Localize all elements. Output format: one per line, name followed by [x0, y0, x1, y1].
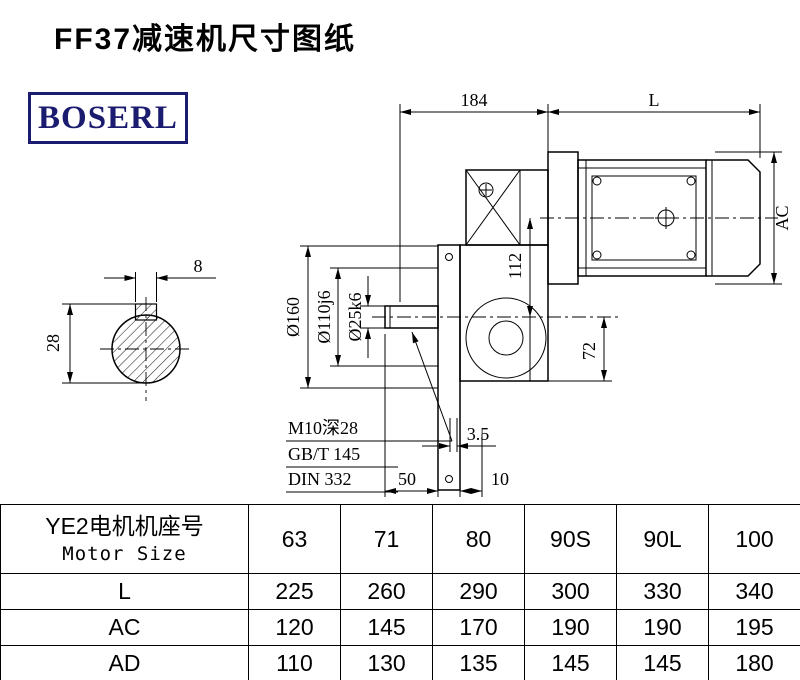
key-height-label: 28	[43, 334, 63, 352]
table-cell: 170	[432, 609, 525, 646]
table-cell: 190	[616, 609, 709, 646]
dia-25-label: Ø25k6	[345, 293, 365, 342]
gb-standard-label: GB/T 145	[288, 444, 360, 464]
row-label: AC	[0, 609, 249, 646]
table-row-L: L 225 260 290 300 330 340	[0, 573, 800, 610]
size-column-header: 90S	[524, 504, 617, 574]
table-cell: 195	[708, 609, 800, 646]
table-cell: 180	[708, 645, 800, 680]
table-cell: 330	[616, 573, 709, 610]
diameter-dimensions: Ø160 Ø110j6 Ø25k6	[283, 245, 438, 389]
dim-112-label: 112	[505, 253, 525, 279]
table-cell: 260	[340, 573, 433, 610]
dia-110-label: Ø110j6	[314, 290, 334, 343]
dim-10-label: 10	[491, 469, 509, 489]
table-cell: 290	[432, 573, 525, 610]
thread-note-label: M10深28	[288, 418, 358, 438]
table-cell: 130	[340, 645, 433, 680]
dia-160-label: Ø160	[283, 297, 303, 337]
table-row-AC: AC 120 145 170 190 190 195	[0, 609, 800, 646]
ac-dimension: AC	[715, 151, 792, 285]
top-dimensions: 184 L	[399, 90, 761, 302]
size-column-header: 90L	[616, 504, 709, 574]
height-dimensions: 112 72	[505, 218, 612, 382]
note-block: M10深28 GB/T 145 DIN 332	[286, 331, 453, 493]
motor-drawing	[540, 151, 778, 285]
din-standard-label: DIN 332	[288, 469, 352, 489]
table-header-row: YE2电机机座号 Motor Size 63 71 80 90S 90L 100	[0, 504, 800, 574]
table-cell: 145	[340, 609, 433, 646]
table-cell: 300	[524, 573, 617, 610]
shaft-end-view: 8 28	[43, 256, 216, 401]
header-motor-size-en: Motor Size	[62, 543, 187, 565]
page-title: FF37减速机尺寸图纸	[54, 23, 357, 56]
dim-3-5-label: 3.5	[467, 424, 490, 444]
row-label: L	[0, 573, 249, 610]
key-width-label: 8	[194, 256, 203, 276]
table-cell: 145	[524, 645, 617, 680]
header-motor-size: YE2电机机座号 Motor Size	[0, 504, 249, 574]
table-cell: 120	[248, 609, 341, 646]
boserl-logo-text: BOSERL	[38, 99, 178, 136]
table-cell: 225	[248, 573, 341, 610]
dim-L-label: L	[649, 90, 660, 110]
dimension-drawing: 184 L AC	[43, 90, 792, 497]
size-column-header: 71	[340, 504, 433, 574]
dim-72-label: 72	[579, 342, 599, 360]
row-label: AD	[0, 645, 249, 680]
dim-184-label: 184	[461, 90, 488, 110]
motor-size-table: YE2电机机座号 Motor Size 63 71 80 90S 90L 100…	[0, 504, 800, 680]
table-cell: 340	[708, 573, 800, 610]
table-cell: 135	[432, 645, 525, 680]
gearbox-drawing	[372, 169, 620, 491]
bottom-dimensions: 3.5 50 10	[384, 334, 509, 497]
table-row-AD: AD 110 130 135 145 145 180	[0, 645, 800, 680]
table-cell: 145	[616, 645, 709, 680]
dim-AC-label: AC	[772, 205, 792, 230]
size-column-header: 100	[708, 504, 800, 574]
dim-50-label: 50	[398, 469, 416, 489]
size-column-header: 63	[248, 504, 341, 574]
header-motor-size-cn: YE2电机机座号	[45, 513, 204, 539]
boserl-logo: BOSERL	[28, 92, 188, 144]
table-cell: 190	[524, 609, 617, 646]
table-cell: 110	[248, 645, 341, 680]
size-column-header: 80	[432, 504, 525, 574]
